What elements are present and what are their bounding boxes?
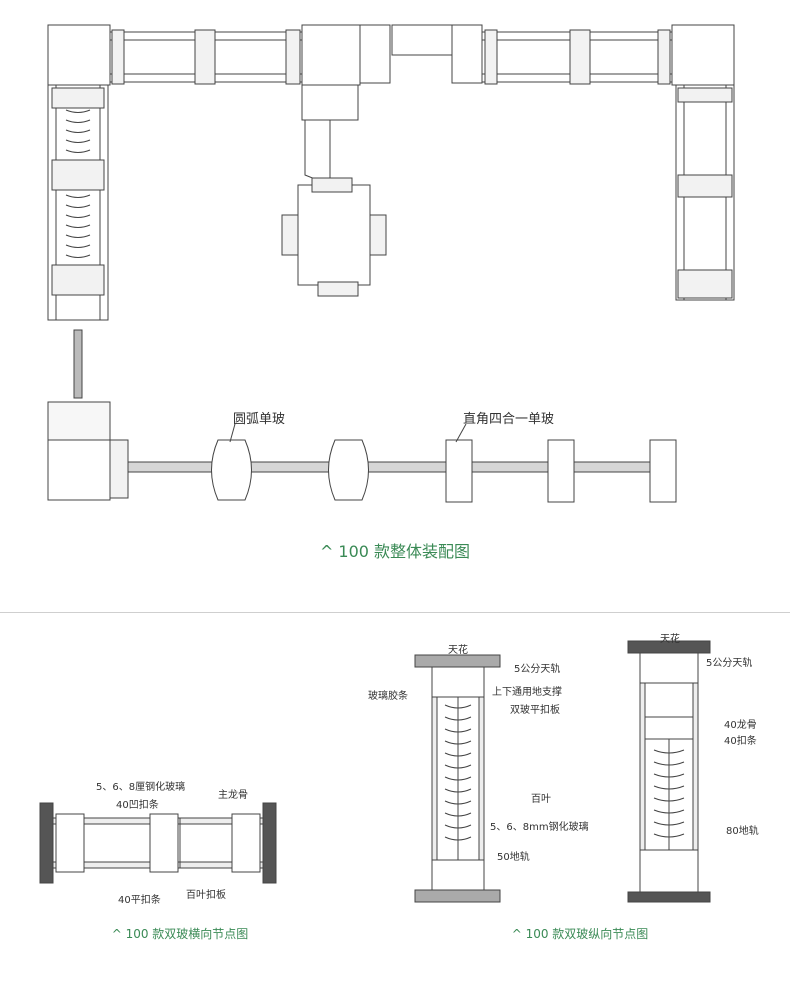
top-rail-a xyxy=(431,666,485,698)
hz-flat-label: 40平扣条 xyxy=(118,895,161,906)
square-profile-2 xyxy=(547,439,575,503)
va-louver-label: 百叶 xyxy=(531,794,551,805)
va-support-label: 上下通用地支撑 xyxy=(492,687,562,698)
square-profile-3 xyxy=(649,439,677,503)
profile-right xyxy=(231,813,261,873)
ceiling-slab-a xyxy=(414,654,501,668)
floor-rail-b xyxy=(639,849,699,893)
arc-single-glass-label: 圆弧单玻 xyxy=(233,412,286,427)
horizontal-node-diagram xyxy=(39,802,277,884)
arc-label-leader xyxy=(229,424,236,443)
corner-block-top-mid xyxy=(301,24,361,86)
keel-b xyxy=(639,716,699,740)
louver-slats-a xyxy=(444,697,472,860)
profile-top-center xyxy=(391,24,453,56)
va-top-rail-label: 5公分天轨 xyxy=(514,664,561,675)
profile-left xyxy=(55,813,85,873)
vb-ceiling-label: 天花 xyxy=(660,634,680,645)
center-stub xyxy=(301,84,359,121)
glass-right-a xyxy=(478,696,485,868)
assembly-diagram xyxy=(47,24,735,503)
horizontal-caption: ^ 100 款双玻横向节点图 xyxy=(111,927,249,941)
hz-louver-plate-label: 百叶扣板 xyxy=(186,890,226,901)
square-profile-1 xyxy=(445,439,473,503)
section-divider xyxy=(0,612,790,613)
glass-bar xyxy=(127,461,677,473)
arc-profile-1 xyxy=(211,439,252,501)
arc-profile-2 xyxy=(328,439,369,501)
hz-groove-label: 40凹扣条 xyxy=(116,800,159,811)
corner-block-top-left xyxy=(47,24,111,86)
va-double-plate-label: 双玻平扣板 xyxy=(510,705,560,716)
wall-right xyxy=(262,802,277,884)
profile-top-mid-a xyxy=(359,24,391,84)
corner-block-top-right xyxy=(671,24,735,86)
floor-slab-a xyxy=(414,889,501,903)
hz-glass-label: 5、6、8厘钢化玻璃 xyxy=(96,782,186,793)
wall-left xyxy=(39,802,54,884)
right-angle-glass-label: 直角四合一单玻 xyxy=(463,412,555,427)
vb-strip-label: 40扣条 xyxy=(724,736,757,747)
top-rail-b xyxy=(639,652,699,684)
vertical-caption: ^ 100 款双玻纵向节点图 xyxy=(511,927,649,941)
va-glass-strip-label: 玻璃胶条 xyxy=(368,691,408,702)
profile-center xyxy=(149,813,179,873)
va-ceiling-label: 天花 xyxy=(448,645,468,656)
vb-floor-rail-label: 80地轨 xyxy=(726,826,759,837)
floor-slab-b xyxy=(627,891,711,903)
va-glass-label: 5、6、8mm钢化玻璃 xyxy=(490,822,589,833)
louver-slats-b xyxy=(653,739,685,850)
hz-keel-label: 主龙骨 xyxy=(218,790,248,801)
glass-left-a xyxy=(431,696,438,868)
vertical-node-diagram-b xyxy=(627,640,711,903)
profile-top-mid-b xyxy=(451,24,483,84)
center-cross-block xyxy=(297,184,371,286)
va-floor-rail-label: 50地轨 xyxy=(497,852,530,863)
vertical-node-diagram-a xyxy=(414,654,501,903)
floor-rail-a xyxy=(431,859,485,891)
connector-rod xyxy=(73,329,83,399)
louver-coil-left xyxy=(65,109,91,258)
right-angle-label-leader xyxy=(455,424,467,443)
vb-keel-label: 40龙骨 xyxy=(724,720,757,731)
assembly-caption: ^ 100 款整体装配图 xyxy=(319,542,471,561)
vb-top-rail-label: 5公分天轨 xyxy=(706,658,753,669)
